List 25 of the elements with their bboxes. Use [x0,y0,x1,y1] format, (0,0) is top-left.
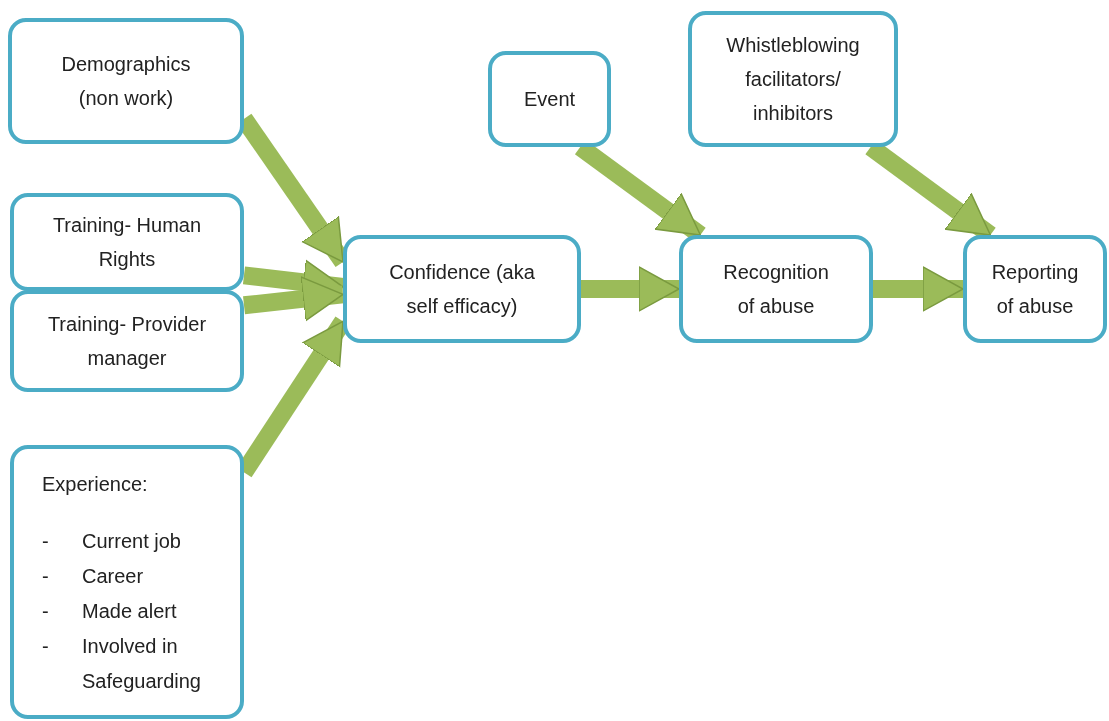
list-item: - Involved in Safeguarding [42,634,202,694]
box-label: Event [523,87,576,112]
block-arrow [873,266,964,312]
process-box [10,445,244,719]
box-heading: Experience: [42,472,149,497]
box-label: Training- Provider manager [46,312,208,371]
box-label: Demographics (non work) [60,52,192,111]
box-label: Reporting of abuse [990,260,1080,319]
box-label: Confidence (aka self efficacy) [388,260,536,319]
list-item: - Career [42,564,145,589]
process-box [10,290,244,392]
list-item: - Made alert [42,599,178,624]
process-box [343,235,581,343]
process-box [8,18,244,144]
process-box [688,11,898,147]
process-box [10,193,244,291]
box-label: Whistleblowing facilitators/ inhibitors [726,33,860,126]
process-box [963,235,1107,343]
block-arrow [243,276,344,322]
process-box [488,51,611,147]
box-label: Training- Human Rights [51,213,203,272]
list-item: - Current job [42,529,182,554]
box-label: Recognition of abuse [722,260,830,319]
process-box [679,235,873,343]
block-arrow [581,266,680,312]
